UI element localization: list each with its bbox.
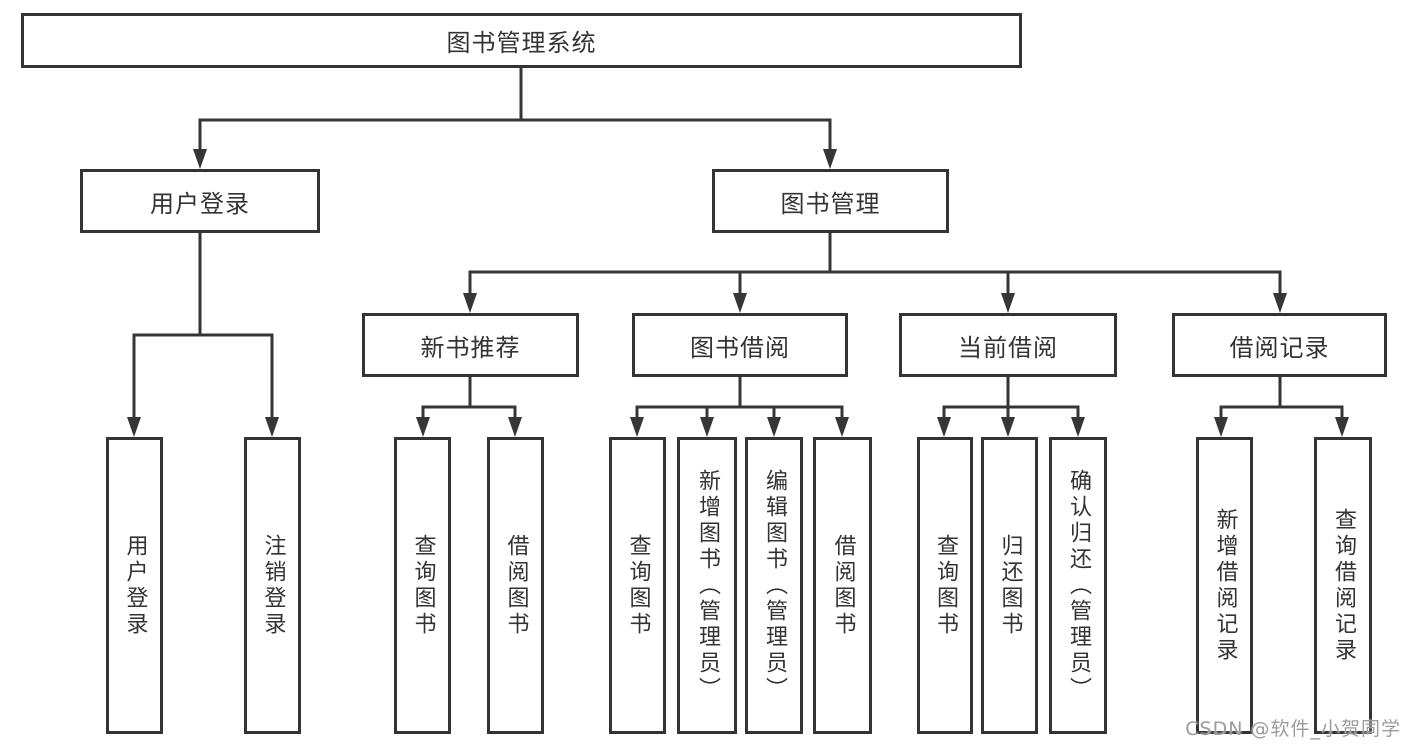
arrowhead-icon <box>193 149 207 169</box>
leaf-record-query: 查询借阅记录 <box>1314 437 1372 734</box>
leaf-current-return-book: 归还图书 <box>981 437 1038 734</box>
node-new-book-rec: 新书推荐 <box>362 313 579 377</box>
node-root-label: 图书管理系统 <box>446 29 597 57</box>
arrowhead-icon <box>127 417 141 437</box>
node-new-book-rec-label: 新书推荐 <box>420 333 521 362</box>
node-book-borrow-label: 图书借阅 <box>690 333 790 362</box>
arrowhead-icon <box>508 417 522 437</box>
arrowhead-icon <box>700 417 714 437</box>
node-borrow-record-label: 借阅记录 <box>1229 333 1330 362</box>
leaf-rec-query-book: 查询图书 <box>394 437 451 734</box>
node-root: 图书管理系统 <box>21 13 1022 68</box>
node-book-mgmt-label: 图书管理 <box>780 189 881 218</box>
leaf-record-add: 新增借阅记录 <box>1196 437 1253 734</box>
leaf-logout-login: 注销登录 <box>244 437 301 734</box>
leaf-borrow-query-book-label: 查询图书 <box>625 533 651 638</box>
leaf-rec-query-book-label: 查询图书 <box>410 533 436 638</box>
leaf-borrow-query-book: 查询图书 <box>609 437 666 734</box>
arrowhead-icon <box>1001 293 1015 313</box>
leaf-borrow-borrow-book-label: 借阅图书 <box>830 533 856 638</box>
leaf-current-query-book-label: 查询图书 <box>933 533 958 638</box>
leaf-current-confirm-return: 确认归还（管理员） <box>1049 437 1107 734</box>
node-user-login: 用户登录 <box>80 169 320 233</box>
connector-new-book-rec-to-leaves <box>416 377 522 437</box>
connector-book-mgmt-to-level3 <box>463 233 1287 313</box>
leaf-rec-borrow-book: 借阅图书 <box>487 437 544 734</box>
leaf-current-return-book-label: 归还图书 <box>997 533 1023 638</box>
leaf-record-query-label: 查询借阅记录 <box>1331 507 1356 664</box>
arrowhead-icon <box>1273 293 1287 313</box>
leaf-rec-borrow-book-label: 借阅图书 <box>503 533 529 638</box>
leaf-current-query-book: 查询图书 <box>917 437 973 734</box>
connector-book-borrow-to-leaves <box>630 377 849 437</box>
node-borrow-record: 借阅记录 <box>1172 313 1387 377</box>
watermark: CSDN @软件_小贺同学 <box>1185 718 1401 740</box>
connector-user-login-to-leaves <box>127 233 279 437</box>
arrowhead-icon <box>265 417 279 437</box>
leaf-user-login: 用户登录 <box>106 437 163 734</box>
leaf-borrow-borrow-book: 借阅图书 <box>813 437 872 734</box>
arrowhead-icon <box>1214 417 1228 437</box>
arrowhead-icon <box>835 417 849 437</box>
connector-borrow-record-to-leaves <box>1214 377 1349 437</box>
arrowhead-icon <box>416 417 430 437</box>
node-current-borrow: 当前借阅 <box>899 313 1117 377</box>
arrowhead-icon <box>733 293 747 313</box>
node-current-borrow-label: 当前借阅 <box>958 333 1058 362</box>
connector-current-borrow-to-leaves <box>937 377 1085 437</box>
arrowhead-icon <box>463 293 477 313</box>
node-book-borrow: 图书借阅 <box>632 313 848 377</box>
leaf-user-login-label: 用户登录 <box>122 533 148 638</box>
node-user-login-label: 用户登录 <box>150 189 250 218</box>
arrowhead-icon <box>767 417 781 437</box>
leaf-borrow-edit-book: 编辑图书（管理员） <box>745 437 803 734</box>
leaf-borrow-edit-book-label: 编辑图书（管理员） <box>762 468 787 703</box>
arrowhead-icon <box>1071 417 1085 437</box>
arrowhead-icon <box>823 149 837 169</box>
arrowhead-icon <box>630 417 644 437</box>
leaf-record-add-label: 新增借阅记录 <box>1212 507 1238 664</box>
node-book-mgmt: 图书管理 <box>712 169 949 233</box>
connector-root-to-level2 <box>193 68 837 169</box>
leaf-current-confirm-return-label: 确认归还（管理员） <box>1066 468 1091 703</box>
leaf-borrow-add-book-label: 新增图书（管理员） <box>695 468 720 703</box>
leaf-borrow-add-book: 新增图书（管理员） <box>677 437 737 734</box>
arrowhead-icon <box>1335 417 1349 437</box>
leaf-logout-login-label: 注销登录 <box>260 533 286 638</box>
arrowhead-icon <box>937 417 951 437</box>
arrowhead-icon <box>1001 417 1015 437</box>
